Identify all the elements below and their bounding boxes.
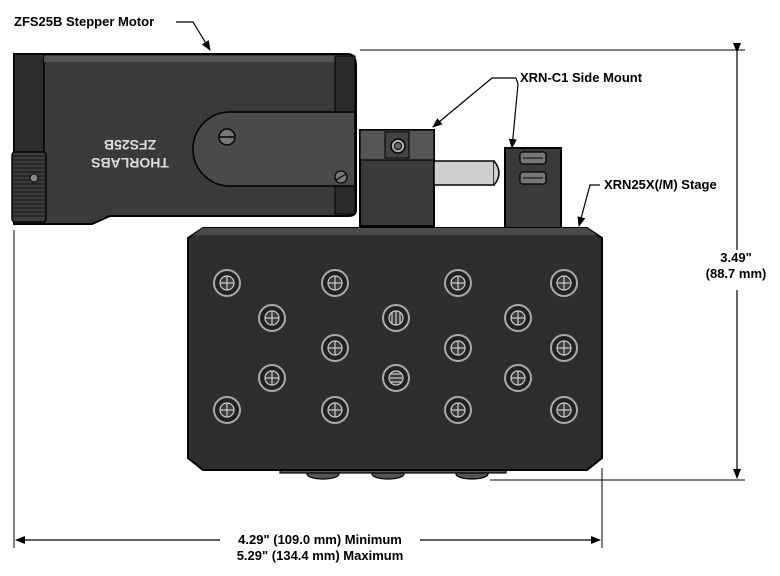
height-dimension-in: 3.49" [720, 250, 751, 265]
screw-hole-icon [382, 364, 410, 392]
screw-hole-icon [550, 396, 578, 424]
logo-model: ZFS25B [104, 137, 156, 153]
plate-screw-icon [218, 128, 236, 146]
dimensions: 3.49" (88.7 mm) 4.29" (109.0 mm) Minimum… [13, 43, 767, 563]
screw-hole-icon [258, 364, 286, 392]
height-dimension-mm: (88.7 mm) [706, 266, 767, 281]
screw-hole-icon [444, 334, 472, 362]
post-slot-icon [519, 151, 547, 185]
width-dimension-max: 5.29" (134.4 mm) Maximum [237, 548, 404, 563]
stage-label: XRN25X(/M) Stage [604, 177, 717, 192]
callouts: ZFS25B Stepper Motor XRN-C1 Side Mount X… [14, 14, 717, 227]
stepper-motor: ZFS25B THORLABS [11, 53, 357, 225]
screw-hole-icon [444, 396, 472, 424]
motor-logo: ZFS25B THORLABS [91, 137, 169, 171]
screw-hole-icon [213, 396, 241, 424]
motor-screw-icon [334, 170, 348, 184]
screw-hole-icon [213, 269, 241, 297]
screw-hole-icon [504, 304, 532, 332]
screw-hole-icon [550, 334, 578, 362]
logo-brand: THORLABS [91, 155, 169, 171]
screw-hole-icon [444, 269, 472, 297]
xrn25x-stage [187, 227, 603, 480]
screw-hole-icon [550, 269, 578, 297]
clamp-screw-icon [390, 138, 406, 154]
side-mount [359, 129, 562, 229]
width-dimension-min: 4.29" (109.0 mm) Minimum [238, 532, 402, 547]
screw-hole-icon [382, 304, 410, 332]
motor-label: ZFS25B Stepper Motor [14, 14, 154, 29]
side-mount-label: XRN-C1 Side Mount [520, 70, 643, 85]
screw-hole-icon [504, 364, 532, 392]
screw-hole-icon [321, 269, 349, 297]
screw-hole-icon [258, 304, 286, 332]
screw-hole-icon [321, 396, 349, 424]
screw-hole-icon [321, 334, 349, 362]
knurled-knob-icon [11, 151, 47, 223]
stage-mounting-holes [213, 269, 578, 424]
